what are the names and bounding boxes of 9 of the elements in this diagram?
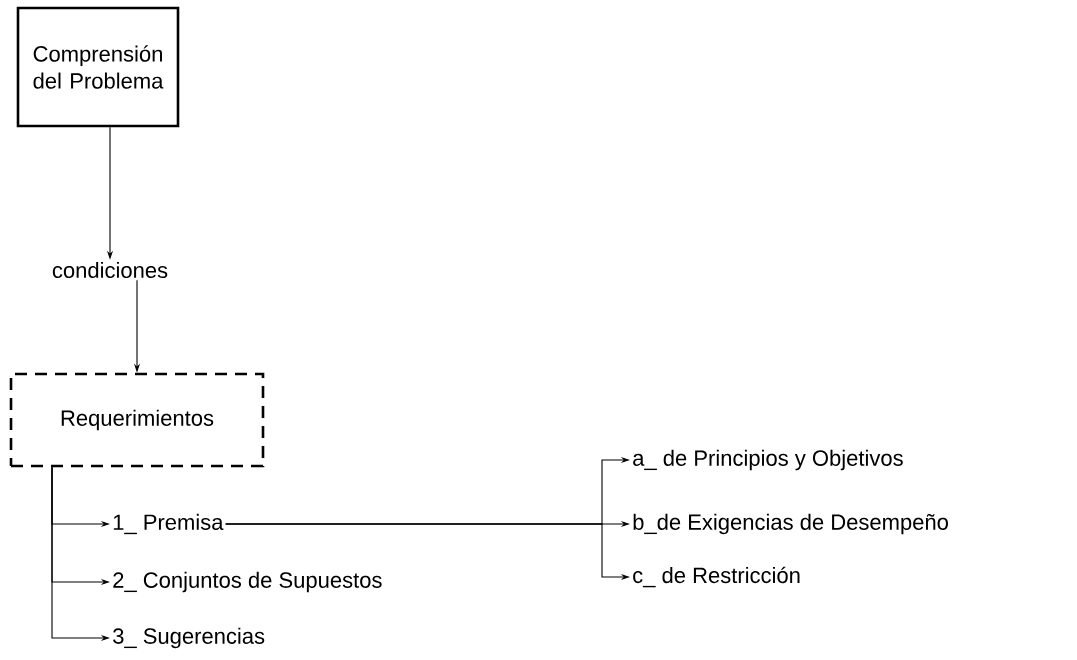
list-item: 3_ Sugerencias (113, 627, 265, 649)
list-item: a_ de Principios y Objetivos (633, 449, 903, 471)
step-label: condiciones (52, 261, 168, 279)
list-item: b_de Exigencias de Desempeño (633, 513, 948, 535)
list-item: 2_ Conjuntos de Supuestos (113, 571, 382, 593)
list-item: 1_ Premisa (113, 513, 224, 535)
list-item: c_ de Restricción (633, 566, 800, 588)
dashed-box: Requerimientos (9, 372, 265, 468)
process-box: Comprensión del Problema (16, 6, 180, 128)
